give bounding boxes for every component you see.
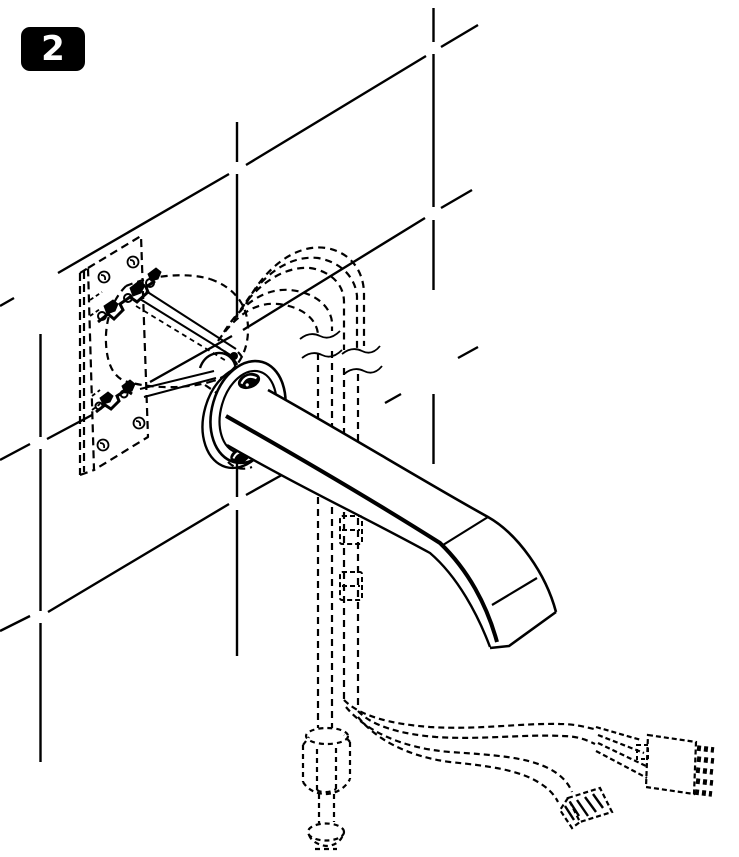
spout xyxy=(226,390,556,648)
mounting-plate xyxy=(80,236,148,475)
sensor-cables xyxy=(344,700,647,802)
tile-grid xyxy=(0,8,478,762)
clamp-hardware xyxy=(90,268,238,412)
hose-loops xyxy=(218,247,364,350)
compression-nut xyxy=(303,728,350,794)
connector-plug-5pin xyxy=(637,735,714,794)
pipe-end-fitting xyxy=(308,794,344,849)
plate-screws xyxy=(98,257,145,451)
step-badge-number: 2 xyxy=(41,29,65,69)
cable-conduit xyxy=(344,368,358,710)
cable-clips xyxy=(340,516,362,600)
supply-pipe xyxy=(318,351,332,728)
step-badge: 2 xyxy=(21,27,85,71)
hose-break-marks xyxy=(300,331,382,374)
connector-plug-small xyxy=(560,788,612,828)
